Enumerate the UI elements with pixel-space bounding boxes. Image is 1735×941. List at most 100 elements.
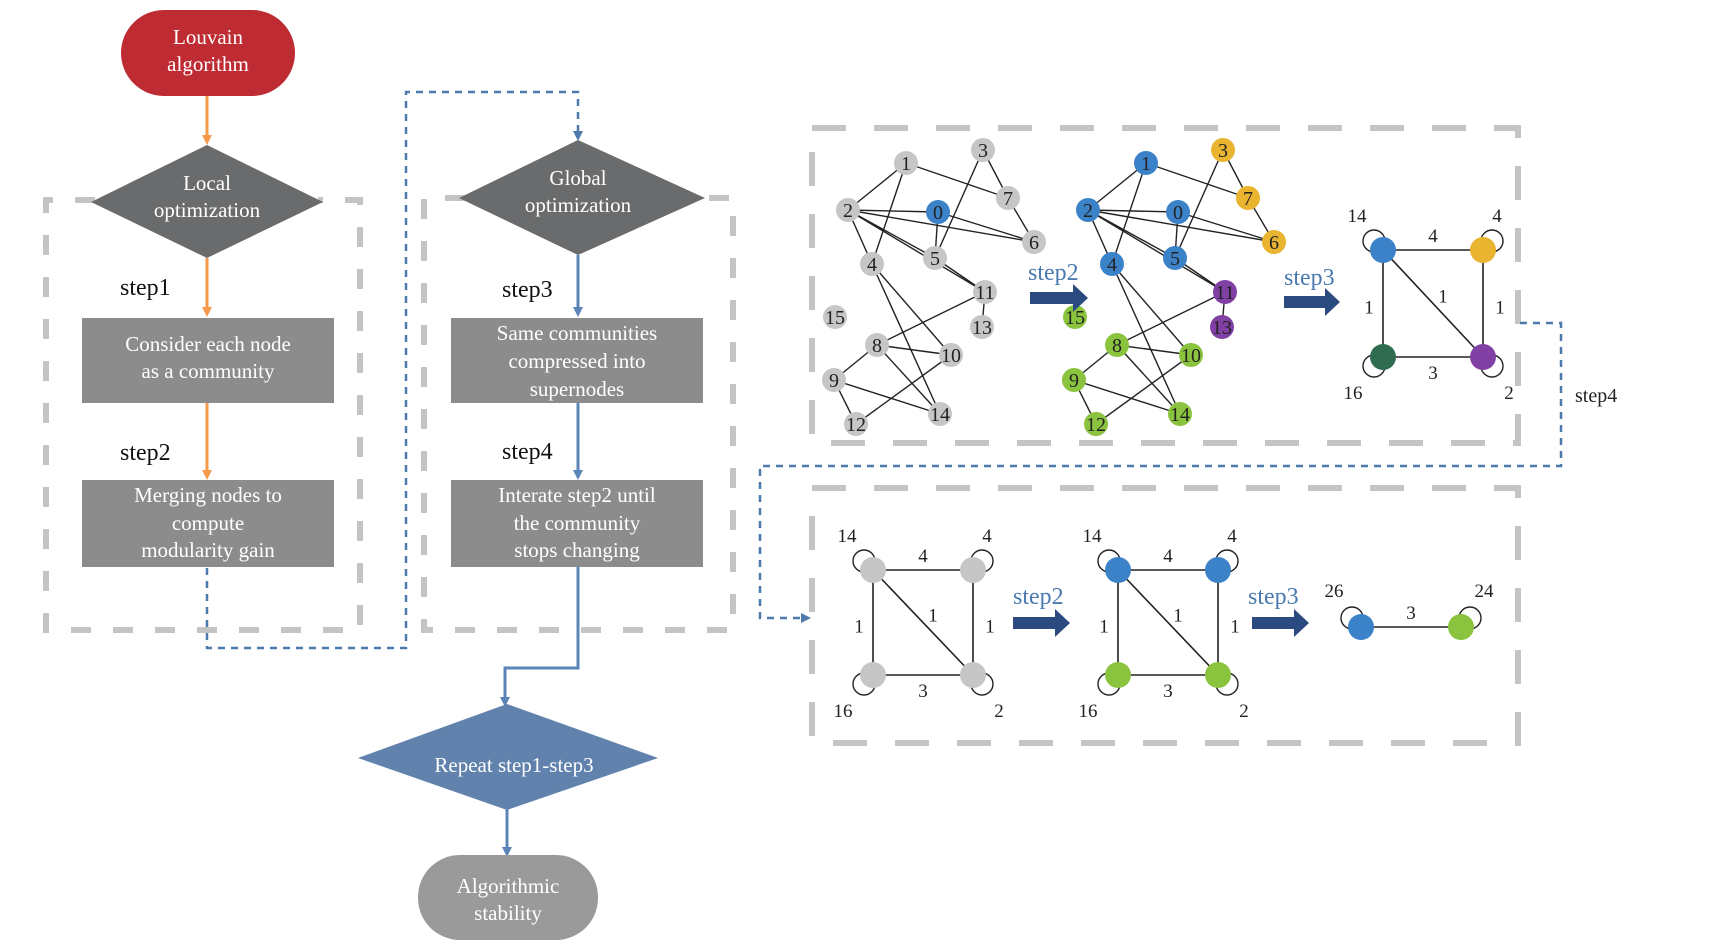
- graphA-node-n1: [894, 151, 918, 175]
- graphB-node-n2: [1076, 198, 1100, 222]
- superB-node-bl: [860, 662, 886, 688]
- graphA-edge-n8-n10: [876, 344, 952, 356]
- global-line2: optimization: [525, 193, 632, 217]
- graphA-edge-n0-n6: [937, 211, 1035, 243]
- graphA-node-label-n15: 15: [825, 307, 845, 329]
- graphA-node-label-n13: 13: [972, 317, 992, 339]
- top-step3-text: step3: [1284, 265, 1335, 291]
- graphB-edge-n1-n7: [1145, 162, 1249, 199]
- superC-label-bottom-edge: 3: [1163, 681, 1173, 702]
- step2-label: step2: [120, 440, 171, 466]
- final-label-edge: 3: [1406, 603, 1416, 624]
- bottom-step3-text: step3: [1248, 584, 1299, 610]
- superB-label-tl-loop: 14: [838, 526, 858, 547]
- graphA-edge-n4-n10: [871, 263, 952, 356]
- superC-label-bl-loop: 16: [1079, 701, 1098, 722]
- graphA-node-label-n11: 11: [975, 282, 994, 304]
- graphB-node-n11: [1213, 280, 1237, 304]
- superA-node-bl: [1370, 344, 1396, 370]
- superA-label-top-edge: 4: [1428, 226, 1438, 247]
- bottom-arrow-step2: step2: [1013, 584, 1070, 637]
- graphA-edge-n12-n10: [855, 354, 952, 425]
- graphA-node-n9: [822, 368, 846, 392]
- superC-node-tr: [1205, 557, 1231, 583]
- consider-line1: Consider each node: [125, 332, 291, 356]
- top-step2-text: step2: [1028, 260, 1079, 286]
- graphA-node-n13: [970, 315, 994, 339]
- graphA-node-label-n2: 2: [843, 200, 853, 222]
- step1-label: step1: [120, 275, 171, 301]
- graphB-edge-n8-n14: [1116, 344, 1181, 415]
- graphA-node-label-n0: 0: [933, 202, 943, 224]
- bottom-arrow-step3: step3: [1248, 584, 1309, 637]
- local-line1: Local: [183, 171, 231, 195]
- graphB-edge-n1-n4: [1111, 162, 1147, 265]
- graphA-node-label-n6: 6: [1029, 232, 1039, 254]
- graphB-node-n4: [1100, 252, 1124, 276]
- graphA-edge-n2-n11: [847, 209, 986, 293]
- graphA-node-n10: [939, 343, 963, 367]
- graphB-node-label-n3: 3: [1218, 140, 1228, 162]
- superB-node-tl: [860, 557, 886, 583]
- graphB-edge-n4-n14: [1111, 263, 1181, 415]
- graphA-node-label-n3: 3: [978, 140, 988, 162]
- superA-edge-diag: [1382, 249, 1484, 358]
- graphA-node-n11: [973, 280, 997, 304]
- end-line2: stability: [474, 901, 542, 925]
- local-line2: optimization: [154, 198, 261, 222]
- end-node-stability: Algorithmic stability: [418, 855, 598, 940]
- local-optimization-diamond: Local optimization: [91, 145, 323, 258]
- superC-label-br-loop: 2: [1239, 701, 1249, 722]
- graphB-node-n12: [1084, 412, 1108, 436]
- superB-label-tr-loop: 4: [982, 526, 992, 547]
- superC-label-left-edge: 1: [1099, 617, 1109, 638]
- superC-label-diag-edge: 1: [1173, 606, 1183, 627]
- consider-line2: as a community: [142, 359, 275, 383]
- graphA-node-n15: [823, 305, 847, 329]
- graphB-node-label-n13: 13: [1212, 317, 1232, 339]
- interate-box: Interate step2 until the community stops…: [451, 480, 703, 567]
- blue-arrows: [500, 255, 583, 857]
- graphB-edge-n11-n8: [1116, 291, 1226, 346]
- start-line2: algorithm: [167, 52, 249, 76]
- graphA-edge-n2-n0: [847, 209, 939, 213]
- superC-label-right-edge: 1: [1230, 617, 1240, 638]
- global-line1: Global: [549, 166, 606, 190]
- graphA-edge-n3-n5: [934, 149, 984, 259]
- graphA-node-n8: [865, 333, 889, 357]
- graphA-node-n14: [928, 402, 952, 426]
- start-line1: Louvain: [173, 25, 243, 49]
- repeat-line1: Repeat step1-step3: [434, 753, 593, 777]
- graphB-edge-n12-n10: [1095, 354, 1192, 425]
- step4-side-label: step4: [1575, 385, 1617, 407]
- merging-line1: Merging nodes to: [134, 483, 282, 507]
- superC-node-bl: [1105, 662, 1131, 688]
- superB-node-br: [960, 662, 986, 688]
- graphB-edge-n9-n14: [1073, 379, 1181, 415]
- superC-label-tl-loop: 14: [1083, 526, 1103, 547]
- start-node-louvain: Louvain algorithm: [121, 10, 295, 96]
- graphA-node-label-n12: 12: [846, 414, 866, 436]
- bottom-step2-text: step2: [1013, 584, 1064, 610]
- graphB-node-label-n2: 2: [1083, 200, 1093, 222]
- superA-node-tl: [1370, 237, 1396, 263]
- graphA-edge-n11-n8: [876, 291, 986, 346]
- superA-label-right-edge: 1: [1495, 298, 1505, 319]
- superB-node-tr: [960, 557, 986, 583]
- step3-label: step3: [502, 277, 553, 303]
- superA-label-bottom-edge: 3: [1428, 363, 1438, 384]
- graphA-edge-n1-n2: [847, 162, 907, 211]
- final-node-right: [1448, 614, 1474, 640]
- graphB-node-n13: [1210, 315, 1234, 339]
- superC-node-tl: [1105, 557, 1131, 583]
- top-arrow-step3: step3: [1284, 265, 1340, 316]
- merging-line2: compute: [172, 511, 244, 535]
- interate-line2: the community: [514, 511, 641, 535]
- top-graph-frame: [809, 125, 1521, 446]
- graphB-edge-n2-n6: [1087, 209, 1275, 243]
- superA-label-diag-edge: 1: [1438, 287, 1448, 308]
- graphB-edge-n2-n11: [1087, 209, 1226, 293]
- graphA-node-n7: [996, 186, 1020, 210]
